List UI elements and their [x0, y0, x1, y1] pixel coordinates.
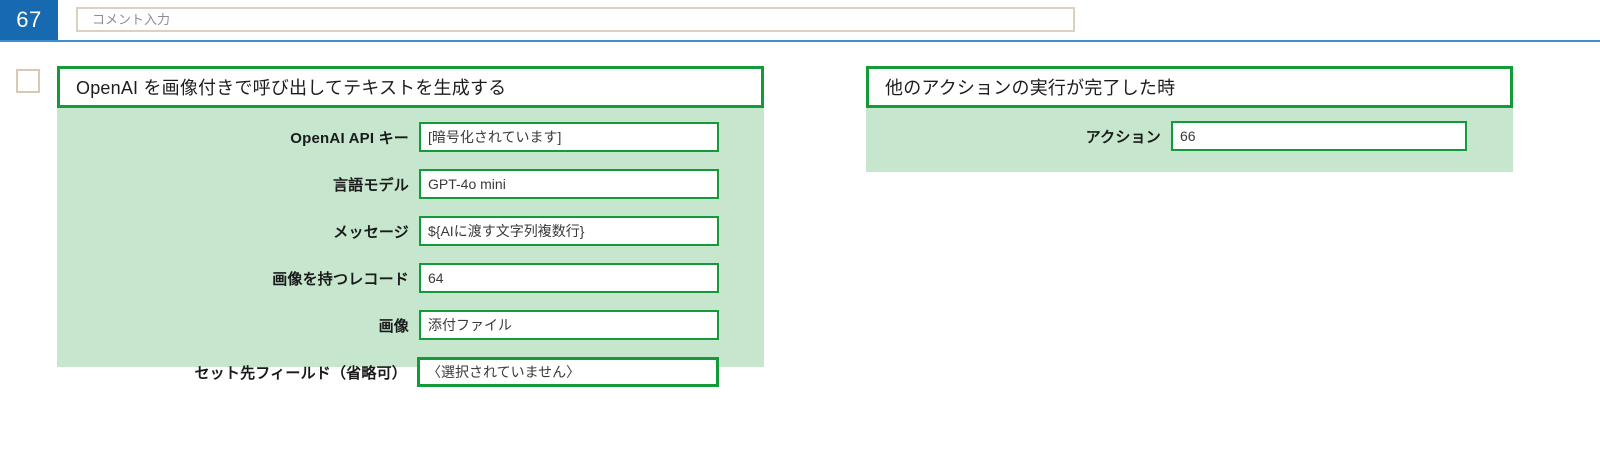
row-number-badge: 67 [0, 0, 58, 40]
panel-trigger-title[interactable]: 他のアクションの実行が完了した時 [866, 66, 1513, 108]
field-input-language-model[interactable] [419, 169, 719, 199]
field-row-message: メッセージ [57, 216, 764, 246]
field-input-target-field[interactable] [417, 357, 719, 387]
field-input-action[interactable] [1171, 121, 1467, 151]
field-label-language-model: 言語モデル [332, 176, 409, 194]
action-enable-checkbox[interactable] [16, 69, 40, 93]
field-input-image[interactable] [419, 310, 719, 340]
field-row-language-model: 言語モデル [57, 169, 764, 199]
field-row-action: アクション [866, 121, 1513, 151]
panel-openai-title[interactable]: OpenAI を画像付きで呼び出してテキストを生成する [57, 66, 764, 108]
field-label-action: アクション [1085, 128, 1161, 146]
panel-openai-body: OpenAI API キー 言語モデル メッセージ 画像を持つレコード 画像 セ… [57, 108, 764, 387]
field-label-openai-api-key: OpenAI API キー [290, 129, 409, 147]
panel-trigger-body: アクション [866, 108, 1513, 172]
field-input-message[interactable] [419, 216, 719, 246]
field-row-target-field: セット先フィールド（省略可） [57, 357, 764, 387]
field-label-image-record: 画像を持つレコード [272, 270, 409, 288]
field-input-image-record[interactable] [419, 263, 719, 293]
field-row-image: 画像 [57, 310, 764, 340]
top-bar: 67 [0, 0, 1600, 42]
field-row-openai-api-key: OpenAI API キー [57, 122, 764, 152]
field-label-image: 画像 [378, 317, 409, 335]
field-input-openai-api-key[interactable] [419, 122, 719, 152]
panel-openai-action: OpenAI を画像付きで呼び出してテキストを生成する OpenAI API キ… [57, 66, 764, 387]
comment-input[interactable] [76, 7, 1075, 32]
panel-trigger-action: 他のアクションの実行が完了した時 アクション [866, 66, 1513, 172]
field-label-target-field: セット先フィールド（省略可） [194, 364, 407, 382]
field-row-image-record: 画像を持つレコード [57, 263, 764, 293]
field-label-message: メッセージ [333, 223, 409, 241]
top-divider [0, 40, 1600, 42]
